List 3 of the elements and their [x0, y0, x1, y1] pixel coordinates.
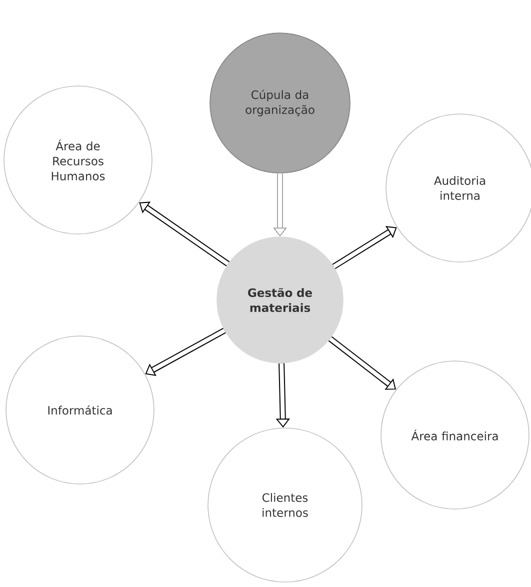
- hollow-arrow: [145, 328, 226, 376]
- hollow-arrow: [139, 202, 230, 266]
- hollow-arrow: [332, 226, 397, 270]
